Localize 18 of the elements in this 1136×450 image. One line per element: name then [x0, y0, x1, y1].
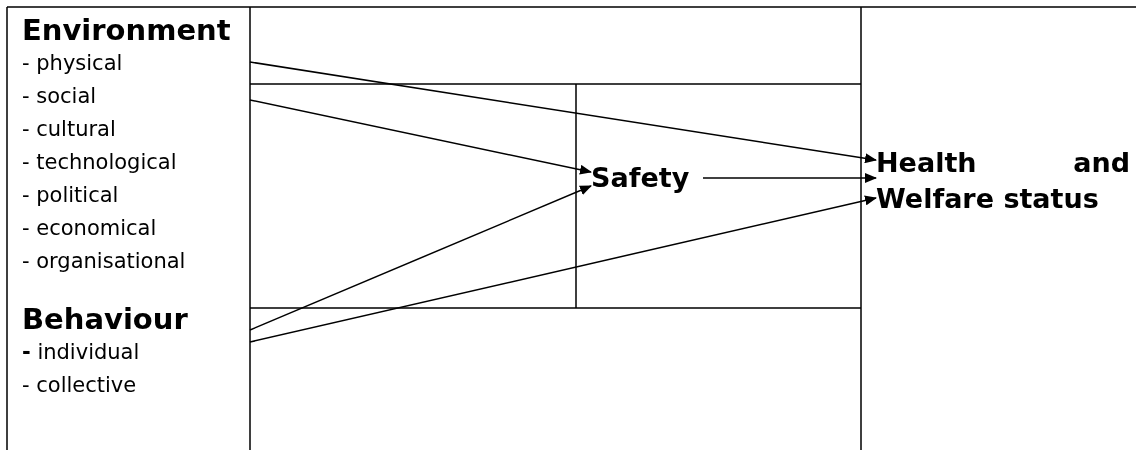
list-item: - economical: [22, 215, 158, 242]
heading: Environment: [22, 13, 232, 47]
list-item: - individual: [22, 339, 141, 366]
arrow: [702, 173, 877, 183]
node-label: Safety: [591, 161, 691, 195]
node-label: Health and Welfare status: [876, 146, 1130, 216]
list-item: - collective: [22, 372, 138, 399]
arrow: [249, 195, 877, 343]
list-item: - physical: [22, 50, 124, 77]
list-item: - organisational: [22, 248, 187, 275]
arrow: [249, 61, 877, 164]
arrow: [249, 99, 592, 175]
list-item: - technological: [22, 149, 178, 176]
list-item: - cultural: [22, 116, 117, 143]
list-item: - social: [22, 83, 98, 110]
arrow: [249, 185, 592, 331]
list-item: - political: [22, 182, 120, 209]
heading: Behaviour: [22, 302, 189, 336]
